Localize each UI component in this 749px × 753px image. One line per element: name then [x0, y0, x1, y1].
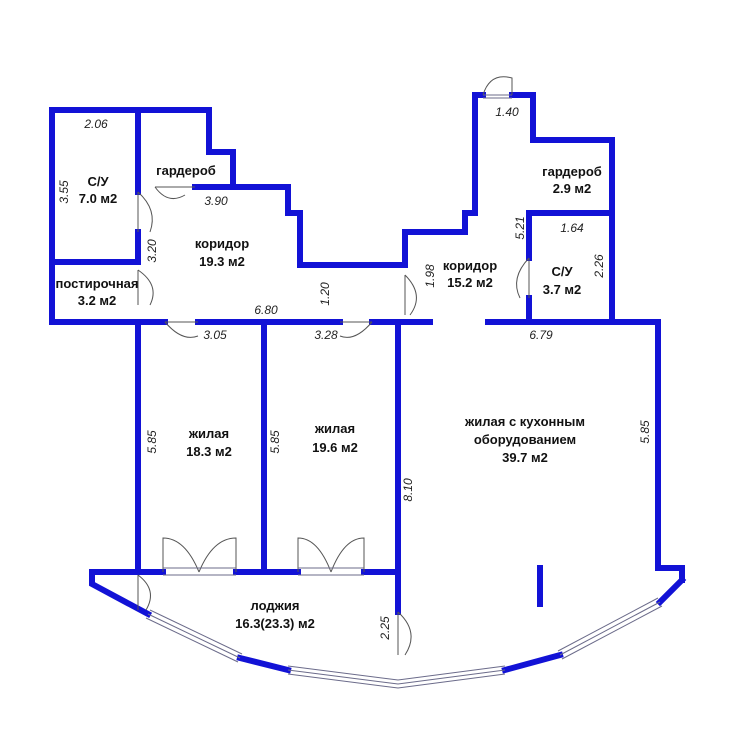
door-frame-bedroom2	[298, 567, 364, 576]
door-entrance	[482, 76, 513, 96]
wall-corridor2-left	[402, 92, 486, 268]
dim-6-79: 6.79	[529, 328, 553, 342]
dim-5-85-b: 5.85	[268, 430, 282, 454]
label-su1-name: С/У	[87, 174, 109, 189]
label-zhil2-area: 19.6 м2	[312, 440, 358, 455]
door-loggia-bedroom1	[162, 537, 237, 573]
door-postir	[137, 269, 154, 306]
window-center	[287, 665, 506, 689]
label-zhil1-area: 18.3 м2	[186, 444, 232, 459]
label-kitchen-line1: жилая с кухонным	[464, 414, 585, 429]
label-koridor2-area: 15.2 м2	[447, 275, 493, 290]
dim-1-64: 1.64	[560, 221, 584, 235]
door-loggia-bedroom2	[297, 537, 365, 573]
dim-5-85-a: 5.85	[145, 430, 159, 454]
dim-3-28: 3.28	[314, 328, 338, 342]
wall-loggia-curve-b	[501, 651, 564, 674]
dim-5-85-c: 5.85	[638, 420, 652, 444]
dim-5-21: 5.21	[513, 216, 527, 239]
door-gard1	[154, 186, 195, 200]
walls	[49, 92, 687, 674]
label-gard1-name: гардероб	[156, 163, 216, 178]
dim-2-06: 2.06	[83, 117, 108, 131]
door-bedroom2	[339, 321, 373, 338]
label-zhil2-name: жилая	[314, 421, 355, 436]
label-lodzhia-area: 16.3(23.3) м2	[235, 616, 315, 631]
wall-loggia-curve-c	[655, 575, 687, 607]
door-su2	[516, 257, 530, 299]
wall-kitchen-right	[655, 319, 685, 583]
doors	[137, 76, 530, 656]
dim-3-05: 3.05	[203, 328, 227, 342]
label-koridor2-name: коридор	[443, 258, 497, 273]
label-postir-name: постирочная	[56, 276, 139, 291]
wall-top-left	[49, 107, 408, 268]
window-top-right-gap	[483, 94, 512, 99]
label-gard2-area: 2.9 м2	[553, 181, 592, 196]
window-right	[557, 597, 663, 660]
label-lodzhia-name: лоджия	[251, 598, 300, 613]
dim-2-25: 2.25	[378, 616, 392, 641]
door-su1	[137, 191, 153, 233]
dim-1-20: 1.20	[318, 282, 332, 306]
dimension-labels: 2.06 3.55 3.90 3.20 6.80 1.20 3.05 3.28 …	[57, 105, 652, 641]
dim-6-80: 6.80	[254, 303, 278, 317]
loggia-windows	[145, 94, 663, 689]
wall-left-outer	[49, 107, 141, 325]
dim-1-40: 1.40	[495, 105, 519, 119]
window-left	[145, 609, 243, 663]
door-loggia-right	[397, 611, 412, 656]
label-su2-name: С/У	[551, 264, 573, 279]
room-labels: С/У 7.0 м2 гардероб коридор 19.3 м2 пост…	[56, 163, 602, 631]
label-koridor1-area: 19.3 м2	[199, 254, 245, 269]
wall-loggia-left	[89, 569, 153, 619]
dim-1-98: 1.98	[423, 264, 437, 288]
dim-3-55: 3.55	[57, 180, 71, 204]
dim-3-90: 3.90	[204, 194, 228, 208]
wall-top-right	[509, 92, 615, 325]
label-kitchen-area: 39.7 м2	[502, 450, 548, 465]
dim-2-26: 2.26	[592, 254, 606, 279]
wall-loggia-curve-a	[236, 654, 292, 674]
dim-3-20: 3.20	[145, 239, 159, 263]
label-postir-area: 3.2 м2	[78, 293, 117, 308]
label-su1-area: 7.0 м2	[79, 191, 118, 206]
door-frame-bedroom1	[163, 567, 236, 576]
label-zhil1-name: жилая	[188, 426, 229, 441]
label-koridor1-name: коридор	[195, 236, 249, 251]
door-corridor2	[404, 274, 417, 316]
door-bedroom1	[164, 321, 199, 338]
label-kitchen-line2: оборудованием	[474, 432, 576, 447]
label-gard2-name: гардероб	[542, 164, 602, 179]
door-loggia-left	[137, 574, 151, 611]
label-su2-area: 3.7 м2	[543, 282, 582, 297]
dim-8-10: 8.10	[401, 478, 415, 502]
